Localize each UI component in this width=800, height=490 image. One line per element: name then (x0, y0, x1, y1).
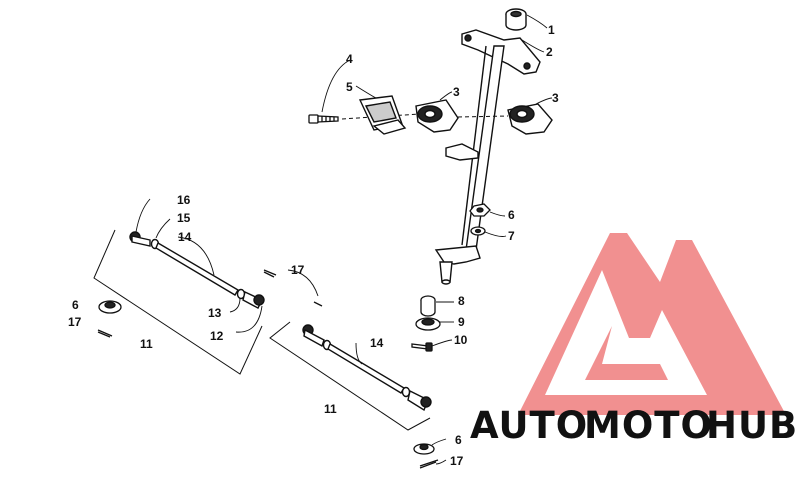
bushing-part-1 (505, 8, 527, 31)
callout-3: 3 (552, 91, 559, 105)
nut-part-6-upper (469, 203, 491, 217)
watermark-word-auto: AUTO (470, 404, 588, 447)
leader-lines (135, 14, 553, 465)
cotter-pin-part-17-bottom (419, 459, 439, 469)
cotter-pin-part-17-mid (263, 269, 323, 307)
callout-6: 6 (508, 208, 515, 222)
tie-rod-assembly-left (93, 229, 265, 375)
tie-rod-left (155, 241, 239, 296)
callout-6: 6 (72, 298, 79, 312)
callout-11: 11 (140, 337, 153, 351)
cap-plate-part-5 (358, 95, 407, 135)
callout-17: 17 (291, 263, 305, 277)
callout-9: 9 (458, 315, 465, 329)
washer-part-7 (470, 226, 486, 236)
tie-rod-assembly-right (269, 321, 432, 431)
callout-14: 14 (178, 230, 192, 244)
callout-6: 6 (455, 433, 462, 447)
bolt-part-4 (308, 113, 509, 124)
callout-16: 16 (177, 193, 191, 207)
clamp-block-left-part-3 (415, 99, 459, 133)
steering-post (434, 8, 541, 285)
logo-triangle-shape (518, 233, 786, 415)
callout-14: 14 (370, 336, 384, 350)
steering-shaft (465, 45, 505, 251)
clamp-block-right-part-3 (507, 103, 553, 135)
callout-12: 12 (210, 329, 224, 343)
automotohub-wordmark: AUTO MOTO HUB (470, 404, 798, 447)
watermark-word-moto: MOTO (584, 404, 713, 447)
callout-7: 7 (508, 229, 515, 243)
callout-5: 5 (346, 80, 353, 94)
bolt-part-10 (411, 342, 433, 352)
callout-13: 13 (208, 306, 222, 320)
callout-17: 17 (68, 315, 82, 329)
nut-part-6-left (98, 300, 122, 314)
callout-labels: 1 2 3 3 4 5 6 6 6 7 8 9 10 11 11 12 13 1… (68, 23, 559, 468)
mid-plate (445, 143, 479, 161)
callout-17: 17 (450, 454, 464, 468)
callout-8: 8 (458, 294, 465, 308)
callout-4: 4 (346, 52, 353, 66)
watermark-word-hub: HUB (706, 404, 798, 447)
callout-1: 1 (548, 23, 555, 37)
bushing-part-8 (420, 295, 436, 317)
cotter-pin-part-17-left (97, 329, 113, 338)
callout-2: 2 (546, 45, 553, 59)
nut-part-6-bottom (413, 443, 435, 455)
callout-3: 3 (453, 85, 460, 99)
callout-10: 10 (454, 333, 468, 347)
callout-15: 15 (177, 211, 191, 225)
callout-11: 11 (324, 402, 337, 416)
automotohub-logo-icon (518, 233, 786, 415)
tie-rod-right (327, 342, 405, 394)
cup-part-9 (415, 317, 441, 331)
